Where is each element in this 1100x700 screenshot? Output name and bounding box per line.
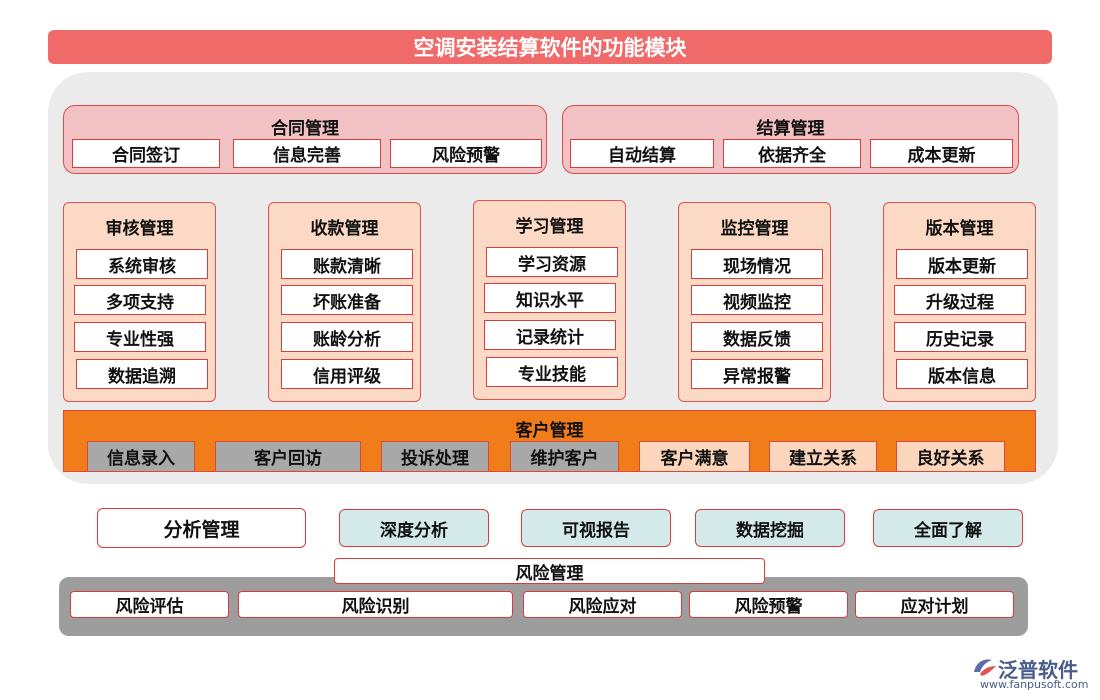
settlement-item-3: 成本更新: [870, 139, 1013, 168]
monitoring-item-1: 现场情况: [691, 249, 823, 279]
settlement-item-2: 依据齐全: [723, 139, 861, 168]
collection-item-4: 信用评级: [281, 359, 413, 389]
collection-item-3: 账龄分析: [281, 322, 413, 352]
customer-item-6: 建立关系: [769, 441, 877, 472]
contract-group: 合同管理 合同签订 信息完善 风险预警: [63, 105, 547, 174]
risk-item-2: 风险识别: [238, 591, 513, 618]
risk-item-3: 风险应对: [523, 591, 682, 618]
brand-logo: 泛普软件 www.fanpusoft.com: [968, 652, 1093, 692]
version-item-2: 升级过程: [894, 285, 1026, 315]
contract-item-3: 风险预警: [390, 139, 542, 168]
monitoring-item-4: 异常报警: [691, 359, 823, 389]
contract-item-1: 合同签订: [72, 139, 220, 168]
risk-item-4: 风险预警: [689, 591, 848, 618]
customer-item-1: 信息录入: [87, 441, 195, 472]
settlement-item-1: 自动结算: [570, 139, 714, 168]
learning-item-1: 学习资源: [486, 247, 618, 277]
monitoring-item-2: 视频监控: [691, 285, 823, 315]
learning-module: 学习管理 学习资源 知识水平 记录统计 专业技能: [473, 200, 626, 400]
customer-item-3: 投诉处理: [381, 441, 489, 472]
logo-url: www.fanpusoft.com: [980, 678, 1089, 691]
settlement-group: 结算管理 自动结算 依据齐全 成本更新: [562, 105, 1019, 174]
version-module-title: 版本管理: [925, 219, 994, 239]
analysis-item-4: 全面了解: [873, 509, 1023, 547]
monitoring-item-3: 数据反馈: [691, 322, 823, 352]
fanpu-logo-icon: [974, 659, 996, 676]
page-title: 空调安装结算软件的功能模块: [48, 30, 1052, 64]
audit-item-4: 数据追溯: [76, 359, 208, 389]
analysis-item-2: 可视报告: [521, 509, 671, 547]
version-item-1: 版本更新: [896, 249, 1028, 279]
audit-module-title: 审核管理: [105, 219, 174, 239]
learning-item-2: 知识水平: [484, 283, 616, 313]
audit-module: 审核管理 系统审核 多项支持 专业性强 数据追溯: [63, 202, 216, 402]
collection-item-1: 账款清晰: [281, 249, 413, 279]
collection-item-2: 坏账准备: [281, 285, 413, 315]
analysis-item-3: 数据挖掘: [695, 509, 845, 547]
risk-item-1: 风险评估: [70, 591, 229, 618]
contract-item-2: 信息完善: [233, 139, 381, 168]
analysis-item-1: 深度分析: [339, 509, 489, 547]
customer-item-2: 客户回访: [215, 441, 361, 472]
learning-module-title: 学习管理: [515, 217, 584, 237]
version-item-4: 版本信息: [896, 359, 1028, 389]
version-module: 版本管理 版本更新 升级过程 历史记录 版本信息: [883, 202, 1036, 402]
customer-panel: 客户管理 信息录入 客户回访 投诉处理 维护客户 客户满意 建立关系 良好关系: [63, 410, 1036, 472]
audit-item-3: 专业性强: [74, 322, 206, 352]
learning-item-4: 专业技能: [486, 357, 618, 387]
monitoring-module: 监控管理 现场情况 视频监控 数据反馈 异常报警: [678, 202, 831, 402]
version-item-3: 历史记录: [894, 322, 1026, 352]
risk-item-5: 应对计划: [855, 591, 1014, 618]
collection-module: 收款管理 账款清晰 坏账准备 账龄分析 信用评级: [268, 202, 421, 402]
audit-item-2: 多项支持: [74, 285, 206, 315]
customer-item-4: 维护客户: [510, 441, 619, 472]
analysis-title: 分析管理: [97, 508, 306, 548]
learning-item-3: 记录统计: [484, 320, 616, 350]
audit-item-1: 系统审核: [76, 249, 208, 279]
settlement-group-title: 结算管理: [756, 119, 825, 139]
logo-name: 泛普软件: [998, 658, 1078, 682]
customer-title: 客户管理: [515, 421, 584, 441]
monitoring-module-title: 监控管理: [720, 219, 789, 239]
collection-module-title: 收款管理: [310, 219, 379, 239]
customer-item-7: 良好关系: [896, 441, 1005, 472]
risk-title: 风险管理: [334, 558, 765, 584]
customer-item-5: 客户满意: [639, 441, 750, 472]
contract-group-title: 合同管理: [271, 119, 339, 139]
